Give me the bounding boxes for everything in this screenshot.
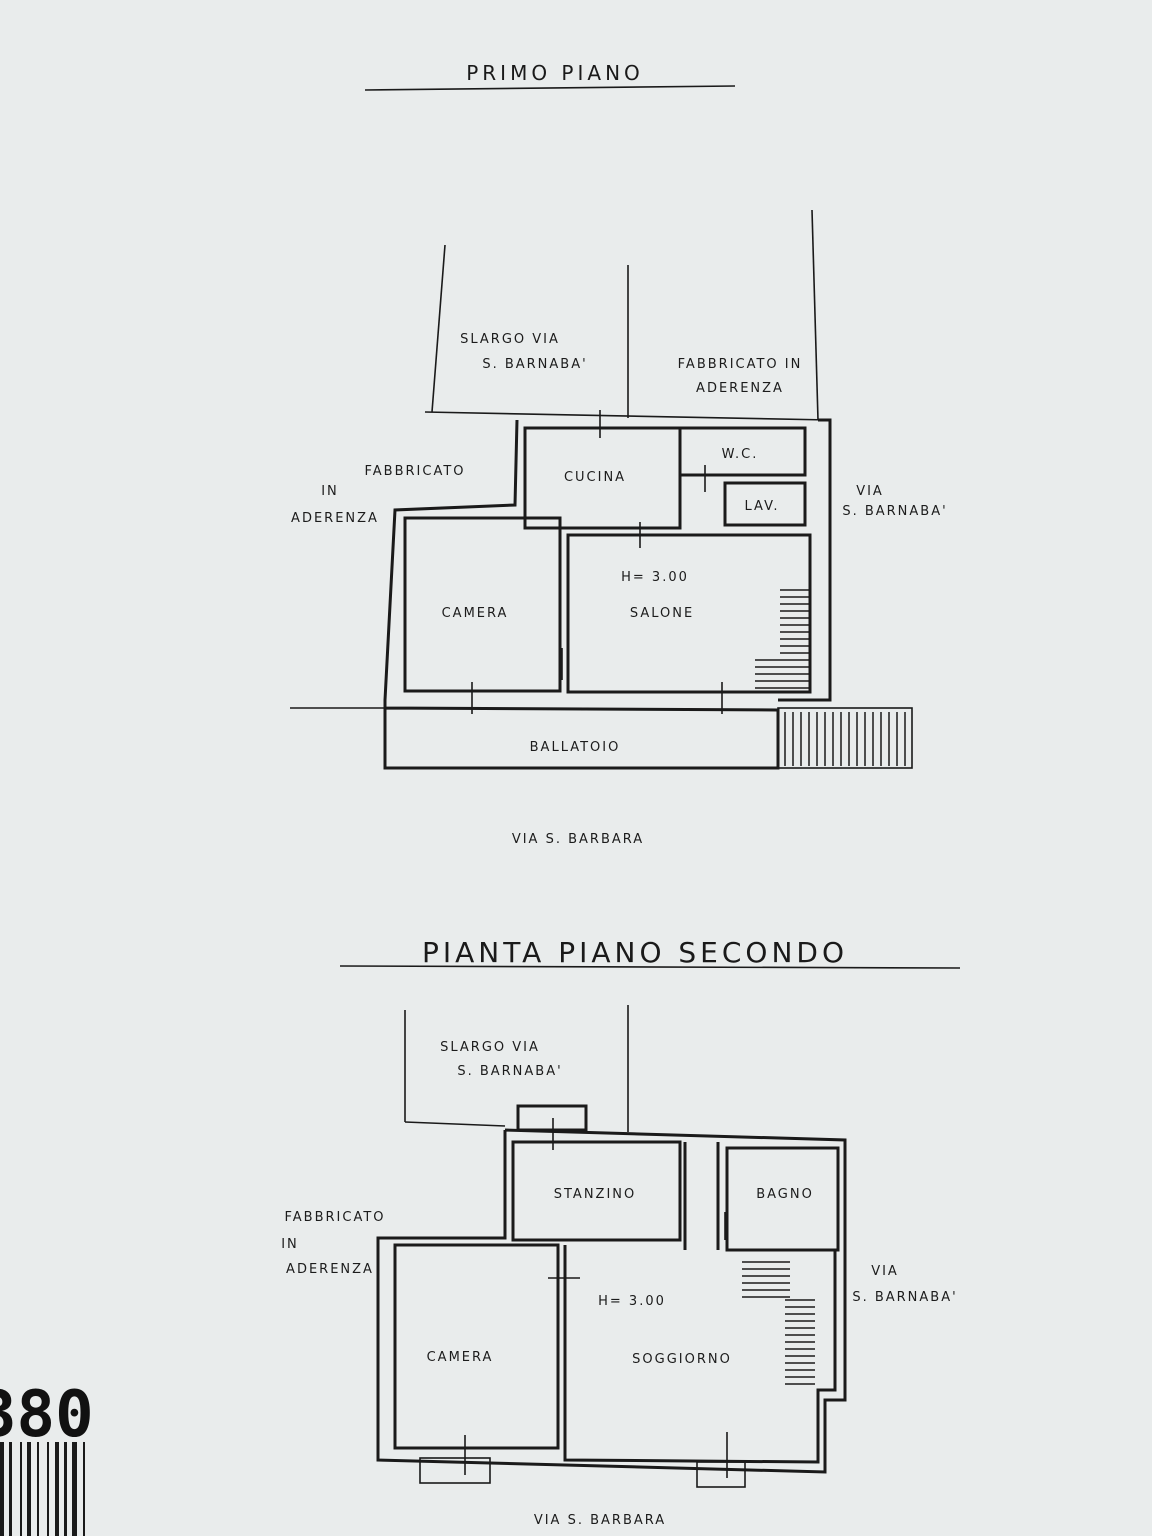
label-street: VIA S. BARBARA [534, 1513, 666, 1528]
second-floor-plan: PIANTA PIANO SECONDO SLARGO VIA [281, 936, 961, 1528]
label-barnaba-right: S. BARNABA' [842, 504, 947, 519]
label-in-left: IN [321, 484, 339, 499]
room-cucina [523, 426, 682, 530]
label-cucina: CUCINA [564, 470, 626, 485]
walls [376, 1104, 847, 1488]
internal-stairs [742, 1261, 815, 1385]
label-ballatoio: BALLATOIO [530, 740, 621, 755]
walls [383, 410, 832, 770]
archive-stamp: 380 [0, 1378, 94, 1536]
label-via-right: VIA [871, 1264, 899, 1279]
label-salone: SALONE [630, 606, 694, 621]
label-street: VIA S. BARBARA [512, 832, 644, 847]
site-lines [404, 1005, 629, 1132]
label-aderenza-right: ADERENZA [696, 381, 784, 396]
room-salone [566, 533, 812, 694]
label-fabbricato-left: FABBRICATO [284, 1210, 385, 1225]
label-camera: CAMERA [427, 1350, 494, 1365]
room-bagno [725, 1146, 840, 1252]
stamp-number: 380 [0, 1378, 94, 1452]
barcode [0, 1442, 85, 1536]
label-barnaba-right: S. BARNABA' [852, 1290, 957, 1305]
label-aderenza-left: ADERENZA [291, 511, 379, 526]
room-lav [723, 481, 807, 527]
label-soggiorno: SOGGIORNO [632, 1352, 732, 1367]
title-underline [364, 85, 736, 91]
label-fabbricato-right: FABBRICATO IN [678, 357, 803, 372]
first-floor-title: PRIMO PIANO [466, 61, 644, 85]
second-floor-title: PIANTA PIANO SECONDO [422, 936, 848, 969]
external-stairs-outline [777, 707, 913, 769]
internal-stairs [755, 589, 810, 689]
label-lav: LAV. [745, 499, 780, 514]
label-fabbricato-left: FABBRICATO [364, 464, 465, 479]
label-slargo: SLARGO VIA [460, 332, 560, 347]
label-slargo-street: S. BARNABA' [482, 357, 587, 372]
title-underline [339, 965, 961, 969]
label-bagno: BAGNO [756, 1187, 814, 1202]
label-slargo-street: S. BARNABA' [457, 1064, 562, 1079]
label-height: H= 3.00 [598, 1294, 666, 1309]
first-floor-plan: PRIMO PIANO SLARGO VIA S. [290, 61, 947, 847]
room-camera [393, 1243, 560, 1450]
label-aderenza-left: ADERENZA [286, 1262, 374, 1277]
room-stanzino [511, 1140, 682, 1242]
label-slargo: SLARGO VIA [440, 1040, 540, 1055]
site-lines [290, 209, 831, 709]
label-via-right: VIA [856, 484, 884, 499]
external-stairs [784, 712, 906, 766]
label-in-left: IN [281, 1237, 299, 1252]
room-camera [403, 516, 562, 693]
label-stanzino: STANZINO [554, 1187, 637, 1202]
label-wc: W.C. [722, 447, 759, 462]
label-height: H= 3.00 [621, 570, 689, 585]
label-camera: CAMERA [442, 606, 509, 621]
